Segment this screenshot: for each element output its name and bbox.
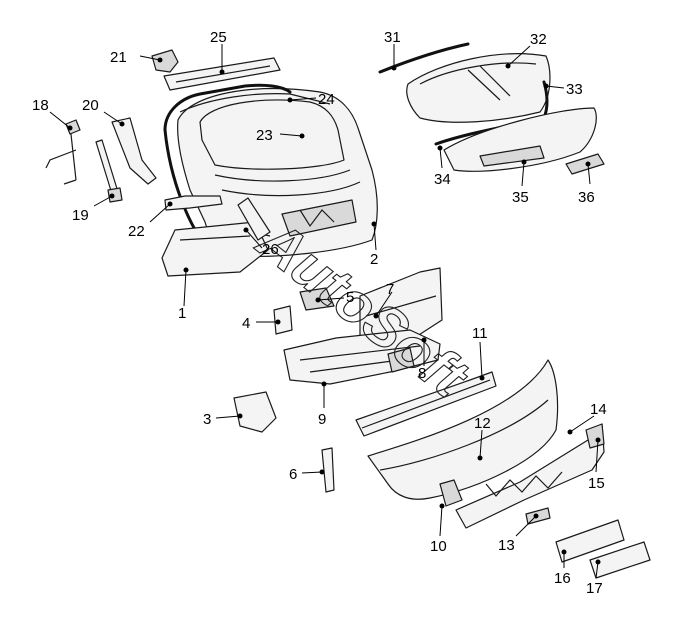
callout-34: 34 <box>434 171 451 188</box>
callout-25: 25 <box>210 29 227 46</box>
callout-15: 15 <box>588 475 605 492</box>
callout-13: 13 <box>498 537 515 554</box>
clip-part-21 <box>151 49 179 73</box>
callout-21: 21 <box>110 49 127 66</box>
callout-2: 2 <box>370 251 378 268</box>
callout-7: 7 <box>386 281 394 298</box>
pillar-trim-part-20 <box>111 117 157 185</box>
bumper-cover-part-12 <box>367 359 559 500</box>
callout-26: 26 <box>262 241 279 258</box>
callout-35: 35 <box>512 189 529 206</box>
callout-22: 22 <box>128 223 145 240</box>
tailgate-weatherstrip <box>163 83 292 252</box>
spoiler-part-35 <box>443 107 597 172</box>
callout-3: 3 <box>203 411 211 428</box>
reinforcement-part-11 <box>355 371 497 437</box>
callout-leaders <box>49 44 601 579</box>
glass-upper-seal-part-31 <box>378 42 470 74</box>
callout-19: 19 <box>72 207 89 224</box>
callout-14: 14 <box>590 401 607 418</box>
latch-part-18 <box>45 119 81 185</box>
callout-12: 12 <box>474 415 491 432</box>
plate-part-16 <box>555 519 625 563</box>
callout-4: 4 <box>242 315 250 332</box>
bracket-part-8 <box>387 347 415 373</box>
callout-18: 18 <box>32 97 49 114</box>
stop-lamp-part-36 <box>565 153 605 175</box>
rear-glass-part-32 <box>406 53 551 123</box>
callout-36: 36 <box>578 189 595 206</box>
emblem-part-26 <box>237 197 271 241</box>
callout-10: 10 <box>430 538 447 555</box>
gas-strut-part-19 <box>95 139 123 203</box>
callout-11: 11 <box>472 325 488 342</box>
callout-6: 6 <box>289 466 297 483</box>
tailgate-panel <box>177 88 378 257</box>
callout-33: 33 <box>566 81 583 98</box>
plate-part-17 <box>589 541 651 579</box>
callout-9: 9 <box>318 411 326 428</box>
callout-24: 24 <box>318 91 335 108</box>
callout-31: 31 <box>384 29 401 46</box>
stay-bracket-part-22 <box>164 195 223 211</box>
callout-5: 5 <box>346 289 354 306</box>
diffuser-part-14 <box>455 423 605 529</box>
callout-23: 23 <box>256 127 273 144</box>
reflector-part-15 <box>585 423 605 449</box>
cover-part-4 <box>273 305 293 335</box>
callout-32: 32 <box>530 31 547 48</box>
callout-8: 8 <box>418 365 426 382</box>
bracket-part-6 <box>321 447 335 493</box>
absorber-part-9 <box>283 329 441 385</box>
bracket-part-3 <box>233 391 277 433</box>
bracket-part-10 <box>439 479 463 507</box>
spoiler-strip-part-24 <box>179 93 331 113</box>
tailgate-trim-part-1 <box>161 221 269 277</box>
callout-16: 16 <box>554 570 571 587</box>
callout-20: 20 <box>82 97 99 114</box>
callout-17: 17 <box>586 580 603 597</box>
callout-labels: 1 2 3 4 5 6 7 8 9 10 11 12 13 14 15 16 1… <box>32 29 607 597</box>
callout-1: 1 <box>178 305 186 322</box>
